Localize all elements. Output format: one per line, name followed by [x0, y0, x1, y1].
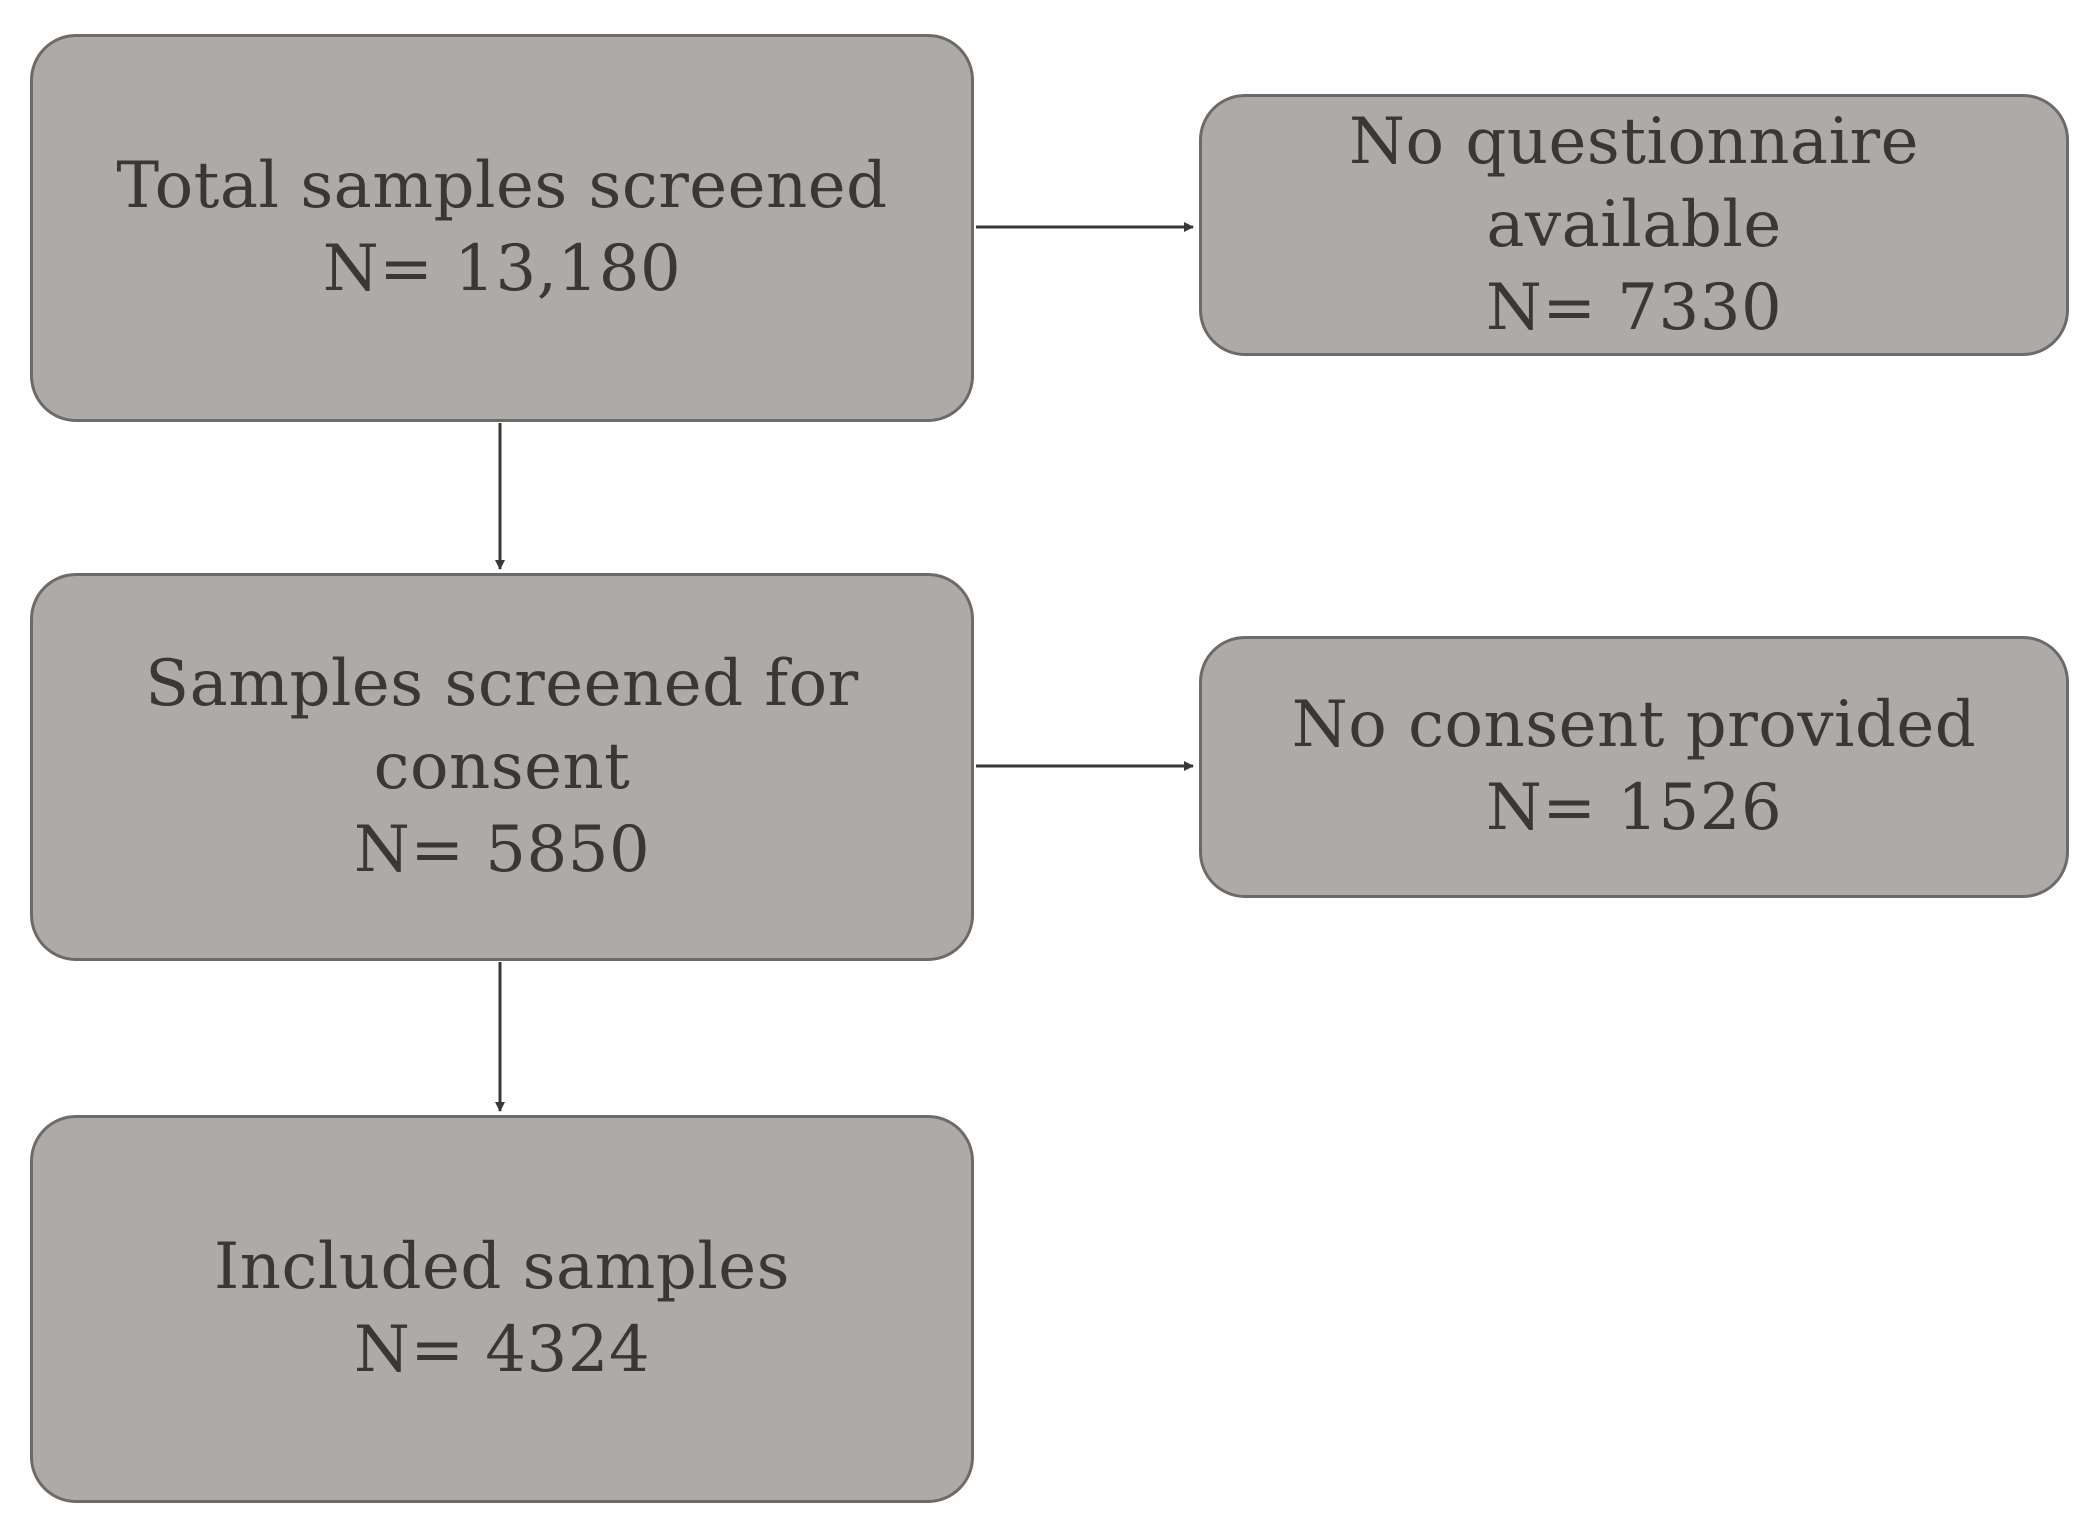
no-questionnaire-count: N= 7330	[1485, 270, 1783, 345]
consent-screened-box: Samples screened for consent N= 5850	[30, 573, 974, 961]
consent-screened-count: N= 5850	[353, 812, 651, 887]
total-samples-label: Total samples screened	[116, 149, 888, 223]
no-questionnaire-label-line2: available	[1486, 187, 1782, 262]
no-questionnaire-label-line1: No questionnaire	[1348, 104, 1920, 179]
consent-screened-label-line1: Samples screened for	[145, 646, 859, 721]
no-questionnaire-box: No questionnaire available N= 7330	[1199, 94, 2069, 356]
consent-screened-label-line2: consent	[373, 729, 631, 804]
total-samples-count: N= 13,180	[322, 232, 682, 306]
no-consent-count: N= 1526	[1485, 771, 1783, 845]
no-consent-label: No consent provided	[1291, 688, 1977, 762]
total-samples-box: Total samples screened N= 13,180	[30, 34, 974, 422]
included-samples-box: Included samples N= 4324	[30, 1115, 974, 1503]
no-consent-box: No consent provided N= 1526	[1199, 636, 2069, 898]
included-samples-count: N= 4324	[353, 1313, 651, 1387]
included-samples-label: Included samples	[213, 1230, 791, 1304]
